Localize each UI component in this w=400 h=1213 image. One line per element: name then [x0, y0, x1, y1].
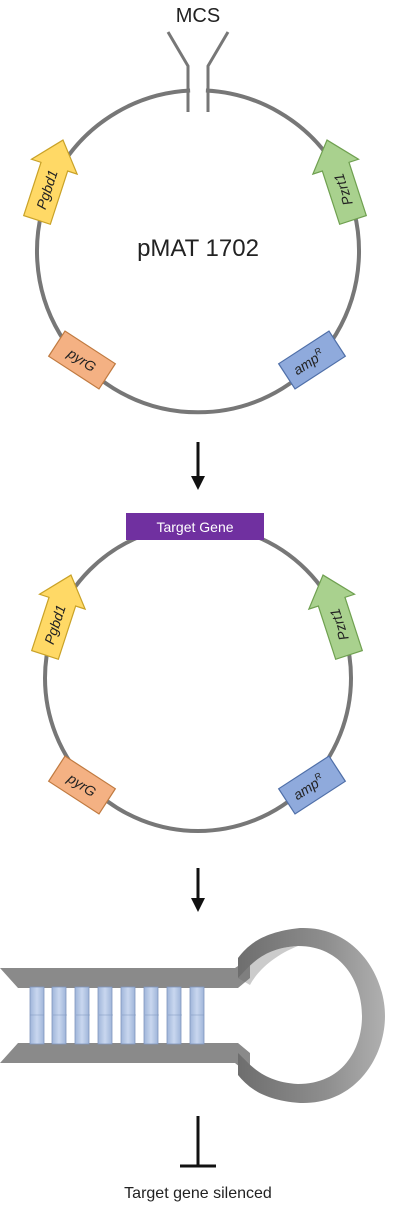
base-pair — [143, 986, 159, 1045]
pzrt1-promoter-arrow: Pzrt1 — [311, 139, 368, 226]
target-gene-label: Target Gene — [156, 519, 233, 535]
base-pair — [166, 986, 182, 1045]
plasmid-name: pMAT 1702 — [137, 235, 259, 262]
ampr-marker-box: ampR — [277, 330, 347, 390]
pgbd1-promoter-arrow: Pgbd1 — [22, 139, 79, 226]
base-pair — [51, 986, 67, 1045]
mcs-site-icon — [166, 31, 230, 112]
ampr-superscript: R — [312, 345, 323, 357]
down-arrow-2 — [191, 868, 205, 912]
hairpin-loop — [238, 927, 385, 1104]
base-pair — [74, 986, 90, 1045]
result-label: Target gene silenced — [124, 1185, 272, 1202]
pyrg-marker-box: pyrG — [47, 330, 117, 390]
inhibition-symbol — [180, 1116, 216, 1168]
target-gene-insert: Target Gene — [126, 513, 264, 540]
ampr-marker-box: ampR — [277, 755, 347, 815]
shrna-hairpin — [0, 927, 385, 1104]
base-pair — [29, 986, 45, 1045]
plasmid-2: Target Gene Pgbd1 Pzrt1 pyrG ampR — [30, 513, 364, 833]
base-pair — [97, 986, 113, 1045]
mcs-label: MCS — [176, 5, 220, 27]
hairpin-loop-shade — [238, 946, 298, 985]
pzrt1-promoter-arrow: Pzrt1 — [307, 574, 364, 661]
pyrg-marker-box: pyrG — [47, 755, 117, 815]
down-arrow-1 — [191, 442, 205, 490]
base-pair — [189, 986, 205, 1045]
hairpin-top-strand — [0, 958, 250, 988]
pgbd1-promoter-arrow: Pgbd1 — [30, 574, 87, 661]
plasmid-1: MCS pMAT 1702 Pgbd1 Pzrt1 pyrG — [22, 5, 368, 415]
base-pair-group — [29, 986, 205, 1045]
hairpin-bottom-strand — [0, 1043, 250, 1075]
base-pair — [120, 986, 136, 1045]
ampr-superscript: R — [312, 770, 323, 782]
